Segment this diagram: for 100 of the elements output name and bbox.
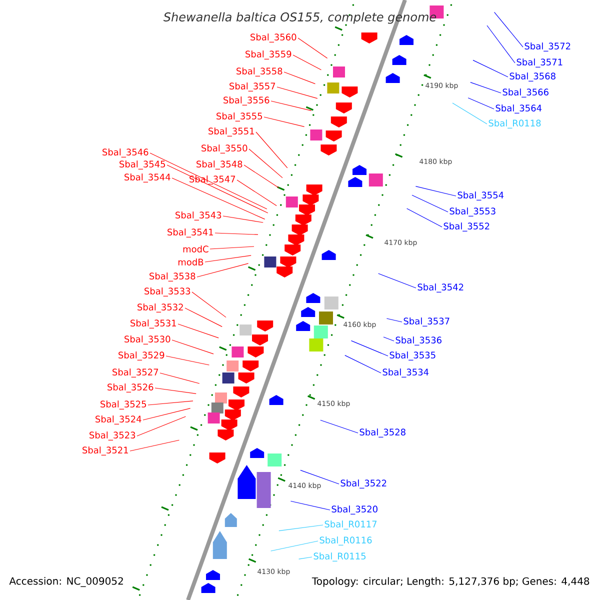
gene-label: Sbal_3552 bbox=[444, 222, 490, 232]
leader-line bbox=[172, 340, 214, 354]
leader-line bbox=[350, 340, 388, 356]
gene-label: Sbal_3543 bbox=[176, 212, 222, 220]
leader-line bbox=[494, 12, 524, 48]
gene-label: Sbal_3521 bbox=[82, 446, 128, 456]
leader-line bbox=[300, 470, 340, 484]
gene-label: Sbal_3548 bbox=[196, 160, 242, 170]
leader-line bbox=[256, 132, 288, 168]
leader-line bbox=[270, 100, 312, 111]
gene-label: Sbal_3557 bbox=[230, 82, 276, 92]
gene-label: Sbal_3556 bbox=[224, 96, 270, 106]
leader-line bbox=[468, 98, 494, 110]
gene-label: Sbal_3523 bbox=[90, 432, 136, 440]
gene-label: Sbal_R0118 bbox=[488, 120, 541, 128]
gene-label: Sbal_3535 bbox=[390, 352, 436, 360]
leader-line bbox=[154, 388, 196, 394]
gene-label: Sbal_3525 bbox=[100, 400, 146, 410]
gene-label: Sbal_3571 bbox=[516, 58, 562, 68]
leader-line bbox=[452, 102, 488, 124]
gene-label: Sbal_3524 bbox=[96, 416, 142, 424]
gene-label: Sbal_3531 bbox=[130, 320, 176, 328]
leader-line bbox=[298, 38, 328, 58]
gene-label: Sbal_3538 bbox=[150, 272, 196, 282]
gene-label: Sbal_3558 bbox=[236, 68, 282, 76]
gene-label: Sbal_3566 bbox=[502, 88, 548, 98]
leader-line bbox=[192, 292, 226, 318]
gene-label: modB bbox=[178, 258, 204, 266]
gene-label: Sbal_3520 bbox=[332, 506, 378, 514]
gene-label: Sbal_3534 bbox=[382, 368, 429, 378]
gene-label: Sbal_3522 bbox=[340, 480, 386, 488]
gene-label: Sbal_R0117 bbox=[324, 520, 377, 530]
leader-line bbox=[178, 324, 219, 338]
leader-line bbox=[486, 25, 516, 64]
gene-label: Sbal_3541 bbox=[168, 228, 213, 238]
leader-line bbox=[298, 556, 312, 560]
leader-line bbox=[378, 273, 416, 288]
gene-label: Sbal_3526 bbox=[108, 384, 154, 392]
leader-line bbox=[160, 372, 200, 384]
leader-line bbox=[222, 216, 264, 223]
gene-label: Sbal_3533 bbox=[144, 288, 190, 296]
gene-label: Sbal_3572 bbox=[524, 42, 570, 52]
leader-line bbox=[130, 440, 180, 452]
gene-label: Sbal_3545 bbox=[120, 160, 166, 170]
leader-line bbox=[472, 60, 508, 78]
leader-line bbox=[386, 318, 402, 322]
gene-label: Sbal_3527 bbox=[112, 368, 158, 378]
gene-label: Sbal_R0116 bbox=[320, 536, 372, 546]
leader-line bbox=[210, 246, 254, 250]
leader-line bbox=[320, 420, 358, 434]
leader-line bbox=[383, 336, 394, 342]
leader-line bbox=[415, 186, 456, 196]
gene-label: Sbal_3544 bbox=[124, 174, 170, 182]
leader-line bbox=[284, 72, 316, 84]
leader-line bbox=[270, 540, 318, 552]
gene-label: Sbal_3550 bbox=[202, 144, 248, 154]
gene-label: Sbal_3536 bbox=[396, 336, 442, 346]
leader-line bbox=[248, 148, 283, 178]
leader-line bbox=[136, 416, 186, 436]
gene-label: Sbal_3560 bbox=[250, 34, 296, 42]
gene-label: Sbal_3529 bbox=[118, 352, 164, 360]
leader-line bbox=[148, 400, 194, 406]
gene-label: Sbal_3532 bbox=[138, 304, 183, 312]
gene-label: Sbal_3528 bbox=[360, 428, 406, 438]
gene-label: Sbal_3555 bbox=[216, 112, 262, 122]
leader-line bbox=[184, 308, 222, 327]
leader-line bbox=[470, 82, 502, 94]
leader-line bbox=[292, 54, 322, 70]
gene-label: Sbal_3554 bbox=[458, 192, 504, 200]
leader-line bbox=[166, 356, 210, 366]
leader-line bbox=[196, 263, 249, 278]
leader-line bbox=[150, 152, 268, 210]
gene-label: Sbal_3553 bbox=[450, 208, 496, 216]
accession-text: Accession: NC_009052 bbox=[8, 576, 125, 588]
gene-label: Sbal_3530 bbox=[124, 336, 170, 344]
leader-line bbox=[264, 116, 305, 127]
leader-line bbox=[166, 164, 268, 214]
leader-line bbox=[214, 232, 258, 235]
leader-line bbox=[290, 500, 330, 510]
leader-line bbox=[204, 255, 252, 262]
leader-line bbox=[276, 86, 318, 99]
gene-label: modC bbox=[183, 246, 208, 252]
leader-line bbox=[236, 180, 277, 206]
gene-label: Sbal_3542 bbox=[418, 284, 464, 292]
gene-label: Sbal_3537 bbox=[404, 318, 450, 326]
gene-label: Sbal_3551 bbox=[208, 128, 254, 136]
gene-label: Sbal_3546 bbox=[102, 148, 148, 158]
leader-line bbox=[344, 355, 382, 374]
genome-summary: Topology: circular; Length: 5,127,376 bp; Genes: 4,448 bbox=[310, 576, 591, 588]
title: Shewanella baltica OS155, complete genome bbox=[163, 12, 436, 24]
gene-label: Sbal_R0115 bbox=[314, 552, 366, 562]
gene-label: Sbal_3559 bbox=[246, 50, 292, 60]
leader-line bbox=[412, 194, 448, 212]
leader-line bbox=[278, 524, 324, 532]
leader-line bbox=[142, 408, 191, 420]
gene-label: Sbal_3564 bbox=[496, 104, 542, 114]
leader-line bbox=[406, 208, 442, 228]
gene-label: Sbal_3568 bbox=[510, 72, 556, 82]
leader-line bbox=[172, 178, 266, 220]
leader-line bbox=[244, 164, 279, 188]
